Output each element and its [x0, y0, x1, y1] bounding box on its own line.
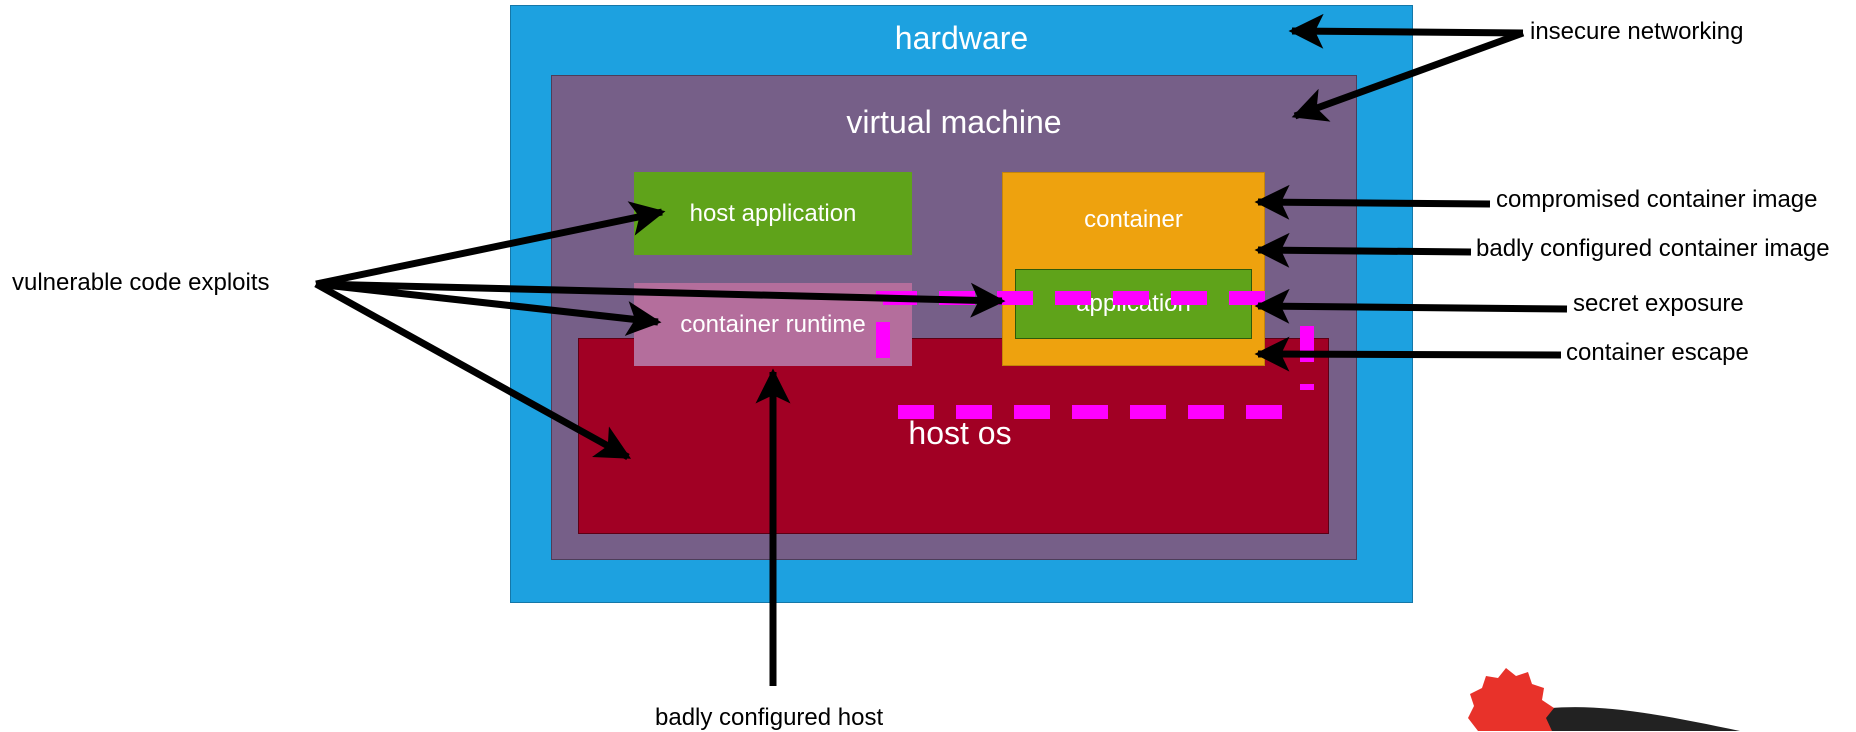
bird-picture	[1468, 668, 1740, 731]
arrow-compromised-image	[1254, 184, 1491, 220]
arrow-exploit-runtime	[315, 280, 662, 336]
arrow-container-escape	[1254, 336, 1562, 372]
label-secret-exposure: secret exposure	[1573, 290, 1744, 317]
label-compromised-container-image: compromised container image	[1496, 186, 1818, 213]
container-runtime-label: container runtime	[680, 311, 866, 338]
arrow-insecure-networking-vm	[1291, 29, 1525, 122]
hardware-label: hardware	[894, 20, 1029, 56]
arrow-badly-configured-image	[1254, 232, 1472, 268]
label-vulnerable-code-exploits: vulnerable code exploits	[12, 269, 270, 296]
label-badly-configured-host: badly configured host	[655, 704, 884, 731]
arrow-exploit-host-app	[315, 201, 666, 288]
container-label: container	[1084, 206, 1183, 233]
arrow-insecure-networking-hardware	[1288, 13, 1524, 49]
virtual-machine-label: virtual machine	[846, 104, 1062, 140]
label-insecure-networking: insecure networking	[1530, 18, 1744, 45]
label-badly-configured-container-image: badly configured container image	[1476, 235, 1830, 262]
escape-path	[876, 291, 1314, 419]
host-application-label: host application	[689, 200, 857, 227]
host-os-box	[578, 338, 1329, 534]
arrow-exploit-host-os	[314, 280, 632, 461]
host-os-label: host os	[908, 415, 1012, 451]
label-container-escape: container escape	[1566, 339, 1749, 366]
arrow-secret-exposure	[1254, 288, 1568, 324]
arrow-exploit-application	[315, 280, 1006, 318]
host-application-box	[634, 172, 912, 255]
